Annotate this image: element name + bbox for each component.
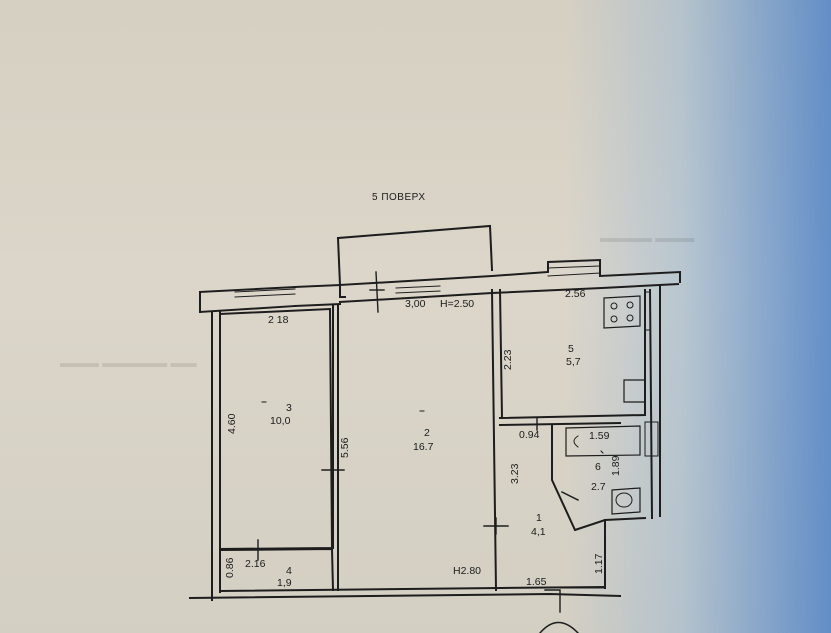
room-6-walls (551, 424, 647, 532)
balcony-outline (336, 224, 494, 272)
floor-label: 5 ПОВЕРХ (372, 192, 426, 203)
room-5-width-dimension: 2.56 (565, 288, 586, 300)
room-1-number: 1 (536, 512, 542, 524)
room-2-width-dimension: 3,00 (405, 298, 426, 310)
room-3-width-dimension: 2 18 (268, 314, 289, 326)
room-6-area: 2.7 (591, 481, 606, 493)
room-5-area: 5,7 (566, 356, 581, 368)
room-6-width-dimension: 1.59 (589, 430, 610, 442)
room-3-height-dimension: 4.60 (226, 413, 238, 434)
room-1-height-dimension: 3.23 (509, 463, 521, 484)
room-4-height-dimension: 0.86 (224, 557, 236, 578)
outer-wall-top (338, 258, 681, 287)
bleed-through-text: ▬▬▬▬ ▬▬▬ (600, 230, 695, 245)
room-1-top-width-dimension: 0.94 (519, 429, 540, 441)
room-6-number: 6 (595, 461, 601, 473)
room-2-right-wall (490, 288, 498, 592)
outer-wall-top-left-inner (198, 304, 297, 314)
room-3-number: 3 (286, 402, 292, 414)
sink (623, 379, 646, 403)
toilet (611, 487, 641, 515)
bathtub (565, 425, 641, 457)
room-4-width-dimension: 2.16 (245, 558, 266, 570)
room-6-height-dimension: 1.89 (610, 455, 622, 476)
corner-height-label: H2.80 (453, 565, 482, 577)
room-3-area: 10,0 (270, 415, 291, 427)
room-1-side-dimension: 1.17 (593, 553, 605, 574)
stove (603, 295, 641, 329)
room-5-height-dimension: 2.23 (502, 349, 514, 370)
outer-wall-top-left (198, 285, 297, 294)
room-5-walls (498, 289, 646, 420)
room-2-area: 16.7 (413, 441, 434, 453)
room-1-area: 4,1 (531, 526, 546, 538)
ceiling-height-label: H=2.50 (440, 298, 475, 310)
room-2-number: 2 (424, 427, 430, 439)
room-2-height-dimension: 5.56 (339, 437, 351, 458)
room-1-bottom-width-dimension: 1.65 (526, 576, 547, 588)
room-5-number: 5 (568, 343, 574, 355)
room-4-number: 4 (286, 565, 292, 577)
room-4-area: 1,9 (277, 577, 292, 589)
bleed-through-text: ▬▬▬ ▬▬▬▬▬ ▬▬ (60, 355, 197, 370)
outer-wall-bottom (188, 592, 622, 600)
